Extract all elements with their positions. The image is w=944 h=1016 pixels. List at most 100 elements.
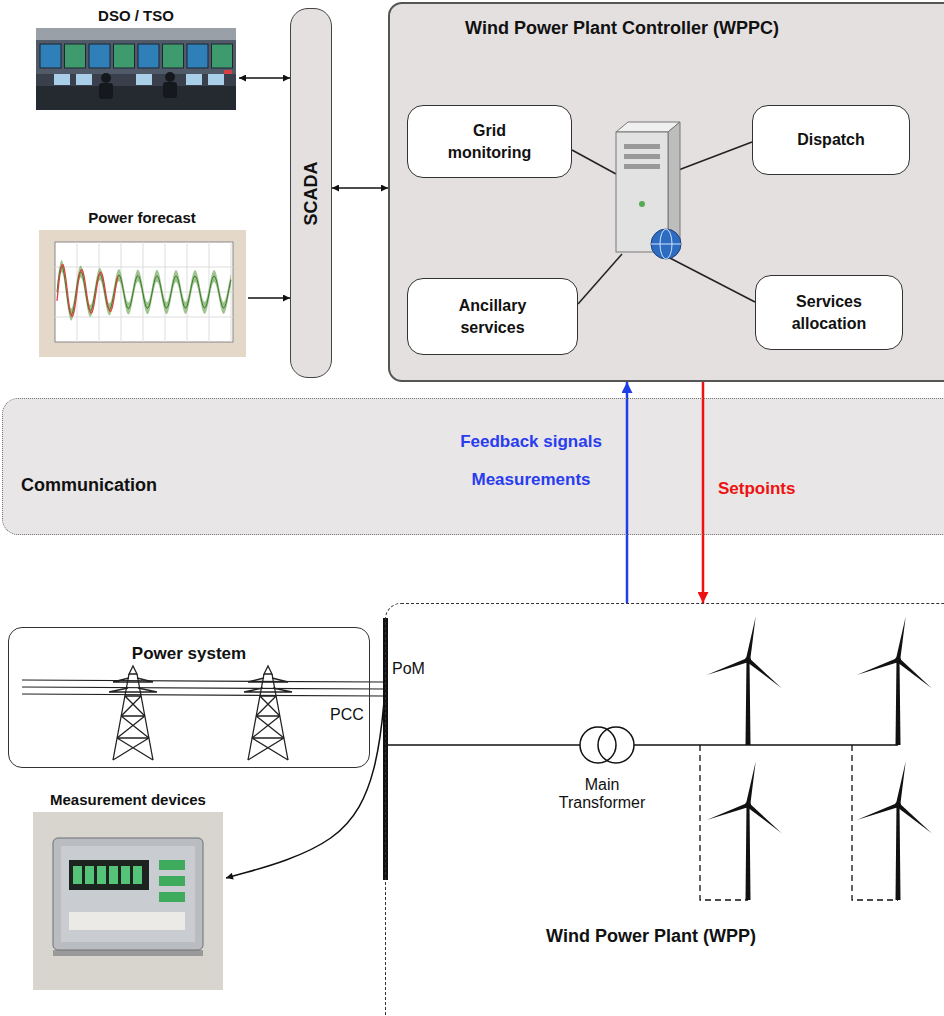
device-display (69, 860, 149, 890)
scada-bar: SCADA (290, 8, 332, 378)
display-digit (85, 866, 94, 884)
turbine-blade (857, 658, 899, 675)
display-digit (109, 866, 118, 884)
photo-ground (36, 28, 236, 110)
point-label: PoM (392, 660, 425, 678)
turbine-hub (745, 657, 751, 663)
desk (36, 86, 236, 110)
edge-label: Feedback signals Measurements (446, 423, 616, 499)
turbine-hub (895, 657, 901, 663)
chart-ground (39, 230, 246, 357)
wall-screen (212, 44, 233, 68)
pylon-brace (252, 716, 284, 738)
measured-line (57, 265, 118, 317)
wall (36, 40, 236, 74)
server-link (668, 142, 752, 174)
pylon-arm (244, 678, 292, 692)
forecast-band (57, 260, 231, 321)
drive-slot (624, 144, 660, 149)
pylon-brace (113, 738, 153, 760)
device-button (159, 860, 185, 870)
wind-turbine (707, 617, 782, 745)
server-link (666, 256, 755, 302)
server-link (578, 254, 622, 304)
wall-screen (114, 44, 135, 68)
box-label: Grid monitoring (440, 120, 540, 163)
signal-arrow (239, 77, 290, 79)
desk-monitor (76, 74, 92, 85)
operator-head (165, 72, 175, 82)
signal-arrow (626, 382, 629, 603)
wall-screen (65, 44, 86, 68)
turbine-hub (745, 802, 751, 808)
signal-arrow (332, 187, 388, 189)
desk-monitor (208, 74, 224, 85)
drive-slot (624, 164, 660, 169)
pylon-brace (121, 696, 145, 716)
component-label: Main Transformer (552, 776, 652, 812)
wall-screen (187, 44, 208, 68)
server-link (572, 150, 616, 174)
wall-screen (138, 44, 159, 68)
turbine-blade (747, 803, 782, 833)
device-button (159, 892, 185, 902)
pylon-peak (264, 666, 272, 674)
power-light (639, 201, 645, 207)
pylon-leg (248, 674, 288, 760)
transformer-winding (598, 727, 634, 763)
device-photo-node: Measurement devices (30, 790, 226, 990)
point-label: PCC (330, 706, 364, 724)
turbine-blade (896, 762, 906, 806)
wall-screen (163, 44, 184, 68)
pylon-brace (117, 716, 149, 738)
turbine-tower (746, 805, 751, 900)
transmission-wire (22, 694, 383, 696)
transmission-wire (22, 687, 383, 689)
wall-screen (89, 44, 110, 68)
ceiling (36, 28, 236, 40)
device-button (159, 876, 185, 886)
pylon-brace (256, 696, 280, 716)
feeder-line (388, 744, 580, 746)
device-face (61, 846, 195, 942)
transmission-wire (22, 680, 383, 682)
function-box: Ancillary services (407, 278, 578, 355)
display-digit (133, 866, 142, 884)
turbine-blade (746, 762, 756, 806)
device-case (53, 838, 203, 950)
room-picture (36, 28, 236, 110)
region-title: Wind Power Plant (WPP) (531, 926, 771, 947)
function-box: Dispatch (752, 105, 910, 175)
chart-node: Power forecast (36, 208, 248, 357)
turbine-blade (857, 803, 899, 820)
status-light (224, 70, 232, 74)
wind-turbine (857, 617, 932, 745)
function-box: Services allocation (755, 275, 903, 350)
wall-screen (40, 44, 61, 68)
turbine-blade (707, 803, 749, 820)
bar-label: SCADA (301, 161, 322, 225)
turbine-tower (746, 660, 751, 745)
operator-head (101, 73, 111, 83)
collector-dashed (700, 745, 898, 900)
wind-turbine (707, 762, 782, 900)
pylon-arm (109, 678, 157, 692)
turbine-blade (747, 658, 782, 688)
turbine-blade (707, 658, 749, 675)
collector-line (634, 744, 898, 746)
operator-body (99, 83, 113, 99)
plant-region: Wind Power Plant (WPP) (385, 603, 944, 1016)
function-box: Grid monitoring (407, 105, 572, 178)
wind-turbine (857, 762, 932, 900)
chart-picture (39, 230, 246, 357)
globe-equator (651, 244, 681, 245)
turbine-tower (896, 660, 901, 745)
box-title: Wind Power Plant Controller (WPPC) (402, 4, 842, 39)
signal-arrow (702, 382, 705, 603)
device-shadow (53, 950, 203, 956)
controller-box: Wind Power Plant Controller (WPPC) Grid m… (388, 2, 944, 382)
photo-ground (33, 812, 223, 990)
grid-line (55, 292, 233, 293)
box-label: Ancillary services (443, 295, 543, 338)
